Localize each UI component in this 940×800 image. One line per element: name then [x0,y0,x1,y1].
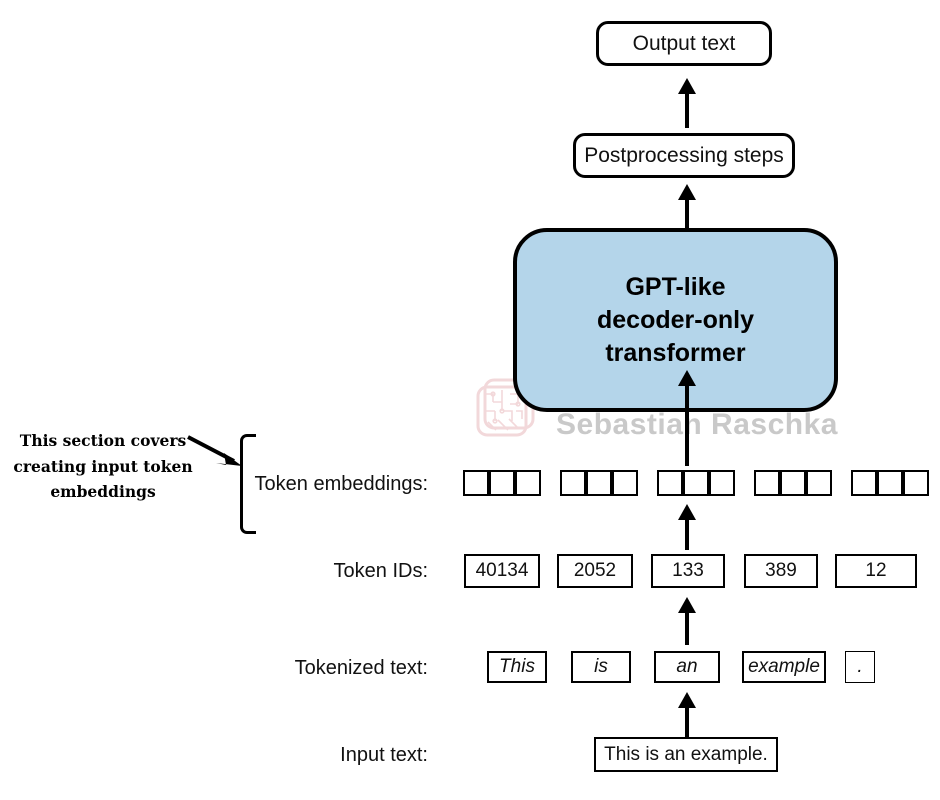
model-line-1: GPT-like [625,272,726,301]
token-embedding-cell [463,470,489,496]
token-embedding-group [560,470,638,496]
input-text-value: This is an example. [604,743,768,765]
token-embedding-cell [657,470,683,496]
section-annotation: This section covers creating input token… [6,428,200,505]
model-line-2: decoder-only [597,305,754,334]
arrow-embeddings-to-model [675,370,699,466]
postprocessing-label: Postprocessing steps [584,143,784,167]
token-id-box: 133 [651,554,725,588]
token-embedding-cell [851,470,877,496]
token-embedding-group [754,470,832,496]
token-embedding-cell [515,470,541,496]
output-text-box: Output text [596,21,772,66]
arrow-postprocessing-to-output [675,78,699,128]
token-id-value: 12 [865,560,887,581]
token-id-box: 40134 [464,554,540,588]
tokenized-text-value: This [499,656,535,677]
tokenized-text-box: is [571,651,631,683]
token-id-box: 389 [744,554,818,588]
arrow-tokens-to-ids [675,597,699,645]
tokenized-text-value: is [594,656,608,677]
token-id-value: 133 [672,560,704,581]
token-embedding-cell [877,470,903,496]
annotation-line-3: embeddings [50,482,156,502]
token-embedding-group [463,470,541,496]
tokenized-text-value: an [676,656,698,677]
annotation-line-2: creating input token [13,456,193,476]
tokenized-text-label: Tokenized text: [294,657,428,679]
token-embedding-cell [560,470,586,496]
token-embedding-group [657,470,735,496]
token-embedding-cell [903,470,929,496]
input-text-box: This is an example. [594,737,778,772]
gpt-model-box: GPT-like decoder-only transformer [513,228,838,412]
tokenized-text-box: This [487,651,547,683]
output-text-label: Output text [632,31,736,55]
arrow-ids-to-embeddings [675,504,699,550]
token-id-value: 2052 [573,560,617,581]
tokenized-text-box: . [845,651,875,683]
annotation-arrow-icon [187,435,242,466]
arrow-model-to-postprocessing [675,184,699,234]
watermark-text: Sebastian Raschka [556,408,838,441]
circuit-board-logo-icon [476,378,535,437]
token-ids-label: Token IDs: [333,560,428,582]
input-text-label: Input text: [340,744,428,766]
tokenized-text-value: . [857,656,863,677]
section-bracket [240,434,256,534]
token-embedding-group [851,470,929,496]
postprocessing-steps-box: Postprocessing steps [573,133,795,178]
token-id-value: 389 [765,560,797,581]
annotation-line-1: This section covers [19,431,187,450]
tokenized-text-value: example [748,656,820,677]
tokenized-text-box: an [654,651,720,683]
token-embedding-cell [683,470,709,496]
token-embedding-cell [489,470,515,496]
token-id-box: 12 [835,554,917,588]
token-embedding-cell [754,470,780,496]
token-embedding-cell [709,470,735,496]
token-id-value: 40134 [475,560,529,581]
token-embedding-cell [806,470,832,496]
tokenized-text-box: example [742,651,826,683]
token-embedding-cell [586,470,612,496]
token-embeddings-label: Token embeddings: [254,473,428,495]
model-line-3: transformer [605,338,746,367]
token-embedding-cell [780,470,806,496]
arrow-input-to-tokens [675,692,699,740]
token-id-box: 2052 [557,554,633,588]
token-embedding-cell [612,470,638,496]
